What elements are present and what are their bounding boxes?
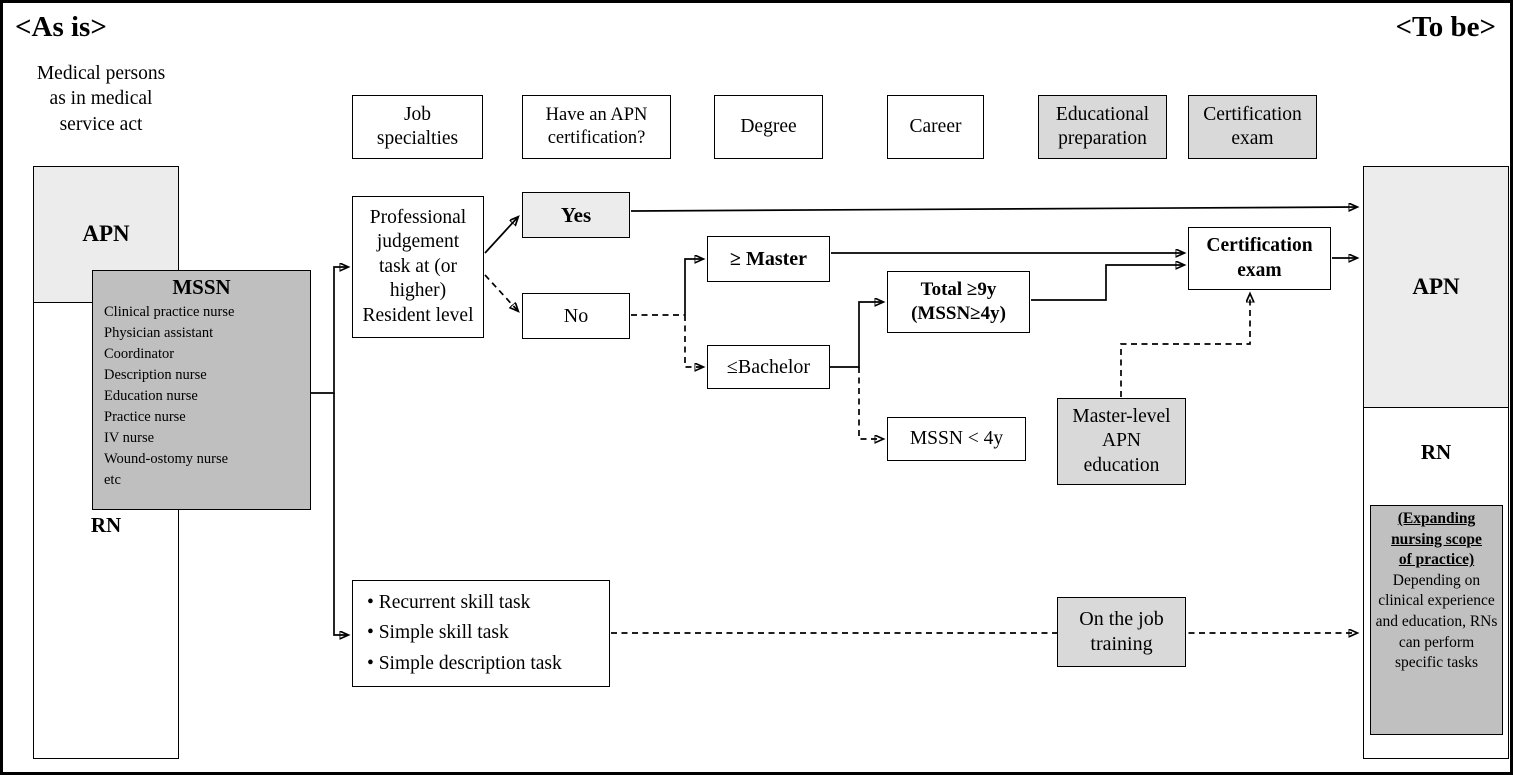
arrow-education-to-certexam (1120, 294, 1250, 397)
list-item: Practice nurse (104, 409, 186, 426)
column-header-degree: Degree (714, 95, 823, 159)
list-item: Education nurse (104, 388, 198, 405)
arrow-mssn-to-tasks (333, 393, 348, 635)
arrow-branch-to-master (684, 259, 703, 315)
list-item: Physician assistant (104, 325, 214, 342)
flow-arrows-layer (311, 3, 1513, 775)
arrow-bachelor-to-total (830, 302, 883, 368)
to-be-heading: <To be> (1395, 11, 1496, 43)
master-degree-box: ≥ Master (707, 236, 830, 282)
arrow-total-to-certexam (1031, 265, 1184, 301)
total-9y-box: Total ≥9y (MSSN≥4y) (887, 271, 1030, 333)
as-is-rn-label: RN (90, 513, 122, 537)
no-box: No (522, 293, 630, 339)
expanding-scope-box: (Expanding nursing scope of practice) De… (1370, 505, 1503, 735)
simple-tasks-box: • Recurrent skill task • Simple skill ta… (352, 580, 610, 687)
mssn-title: MSSN (172, 275, 231, 299)
arrow-bachelor-to-mssn4y (858, 367, 883, 439)
as-is-heading: <As is> (15, 11, 107, 43)
list-item: IV nurse (104, 430, 155, 447)
column-header-job-specialties: Job specialties (352, 95, 483, 159)
yes-box: Yes (522, 192, 630, 238)
expanding-scope-body: Depending on clinical experience and edu… (1375, 571, 1498, 672)
list-item: Coordinator (104, 346, 175, 363)
to-be-apn-label: APN (1412, 273, 1460, 299)
arrow-professional-to-yes (484, 217, 518, 254)
mssn-under-4y-box: MSSN < 4y (887, 417, 1026, 461)
professional-task-box: Professional judgement task at (or highe… (352, 196, 484, 338)
column-header-career: Career (887, 95, 984, 159)
arrow-branch-to-bachelor (684, 315, 703, 367)
on-the-job-training-box: On the job training (1057, 597, 1186, 667)
list-item: Wound-ostomy nurse (104, 451, 229, 468)
to-be-rn-label: RN (1420, 440, 1452, 464)
arrow-mssn-to-professional (311, 267, 348, 394)
column-header-educational-preparation: Educational preparation (1038, 95, 1167, 159)
column-header-certification-exam: Certification exam (1188, 95, 1317, 159)
list-item: Description nurse (104, 367, 207, 384)
list-item: • Recurrent skill task (367, 592, 531, 614)
expanding-scope-heading: (Expanding nursing scope of practice) (1391, 510, 1482, 569)
list-item: Clinical practice nurse (104, 304, 235, 320)
mssn-box: MSSN Clinical practice nurse Physician a… (92, 270, 311, 510)
certification-exam-box: Certification exam (1188, 227, 1331, 290)
list-item: • Simple description task (367, 652, 562, 674)
master-level-education-box: Master-level APN education (1057, 398, 1186, 485)
to-be-apn-section: APN (1364, 167, 1508, 408)
as-is-apn-label: APN (82, 221, 130, 247)
arrow-yes-to-apn (630, 207, 1357, 211)
column-header-apn-certification: Have an APN certification? (522, 95, 671, 159)
arrow-professional-to-no (484, 274, 518, 311)
bachelor-degree-box: ≤Bachelor (707, 345, 830, 389)
list-item: • Simple skill task (367, 622, 509, 644)
medical-persons-caption: Medical persons as in medical service ac… (36, 63, 166, 135)
list-item: etc (104, 472, 121, 489)
